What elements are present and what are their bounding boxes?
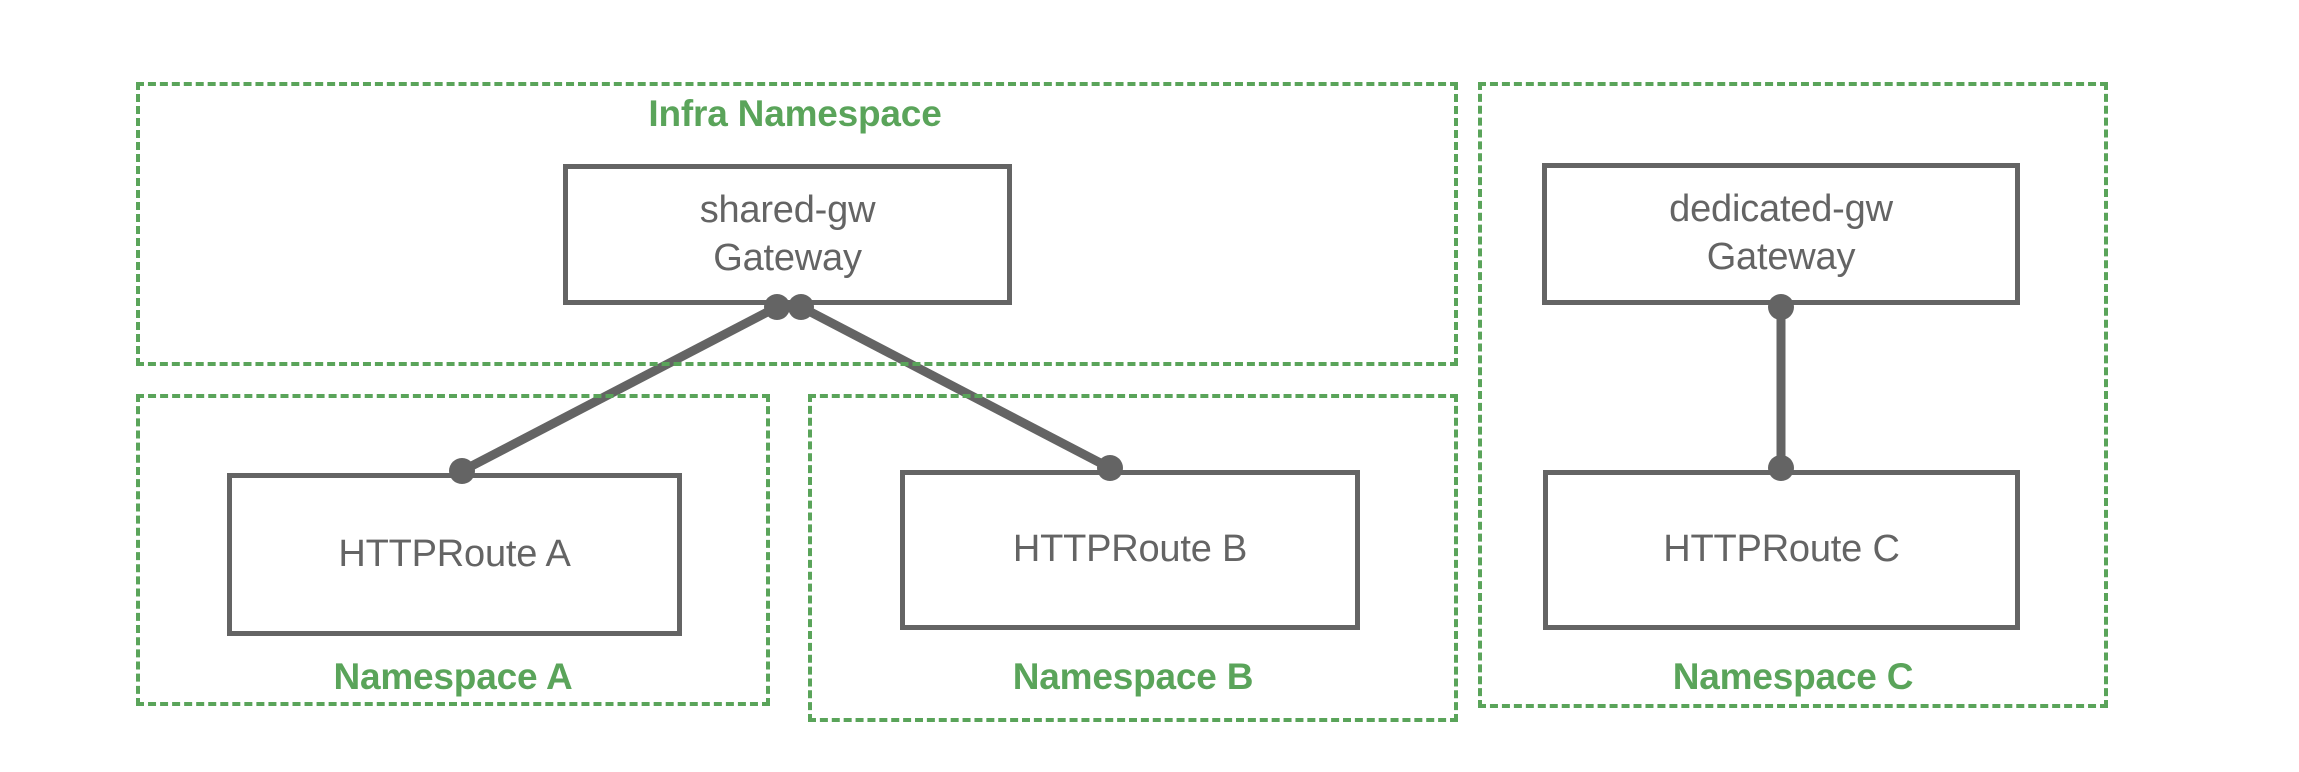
node-label-dedicated-gw: dedicated-gw Gateway (1669, 188, 1893, 278)
namespace-box-c (1478, 82, 2108, 708)
node-httproute-b[interactable]: HTTPRoute B (900, 470, 1360, 630)
namespace-label-c: Namespace C (1672, 656, 1914, 697)
node-shared-gw-gateway[interactable]: shared-gw Gateway (563, 164, 1012, 305)
node-dedicated-gw-gateway[interactable]: dedicated-gw Gateway (1542, 163, 2020, 305)
connection-dot-httproute-b (1097, 455, 1123, 481)
connection-dot-httproute-c (1768, 455, 1794, 481)
connection-dot-shared-gw-b (788, 294, 814, 320)
node-label-shared-gw: shared-gw Gateway (699, 188, 876, 279)
namespace-label-b: Namespace B (1012, 656, 1254, 697)
node-httproute-c[interactable]: HTTPRoute C (1543, 470, 2020, 630)
connection-dot-shared-gw-a (764, 294, 790, 320)
namespace-box-a (136, 394, 770, 706)
connection-dot-dedicated-gw (1768, 294, 1794, 320)
namespace-label-infra: Infra Namespace (648, 93, 942, 134)
node-label-httproute-a: HTTPRoute A (338, 532, 571, 575)
namespace-box-b (808, 394, 1458, 722)
node-label-httproute-b: HTTPRoute B (1012, 528, 1248, 571)
namespace-label-a: Namespace A (333, 656, 573, 697)
namespace-box-infra (136, 82, 1458, 366)
connection-dot-httproute-a (449, 458, 475, 484)
node-label-httproute-c: HTTPRoute C (1663, 528, 1900, 571)
node-httproute-a[interactable]: HTTPRoute A (227, 473, 682, 636)
